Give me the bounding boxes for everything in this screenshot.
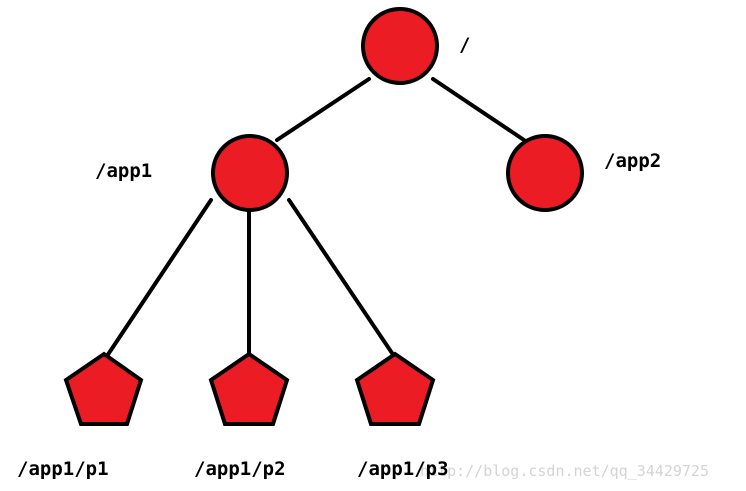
node-p1-pentagon: [63, 351, 144, 426]
edge-root-app2: [431, 77, 526, 142]
edge-app1-p1: [105, 198, 213, 358]
node-root-circle: [361, 7, 439, 85]
node-p3-label: /app1/p3: [357, 458, 449, 480]
node-app1-circle: [211, 134, 289, 212]
edge-root-app1: [275, 77, 371, 142]
node-app2-circle: [506, 134, 584, 212]
edge-app1-p3: [287, 198, 396, 358]
node-root-label: /: [459, 34, 470, 56]
node-p2-label: /app1/p2: [194, 458, 286, 480]
node-p1-label: /app1/p1: [17, 458, 109, 480]
node-p2-pentagon: [208, 351, 290, 426]
node-app1-label: /app1: [95, 160, 152, 182]
node-p3-pentagon: [354, 351, 436, 426]
node-app2-label: /app2: [604, 150, 661, 172]
watermark-text: http://blog.csdn.net/qq_34429725: [420, 462, 709, 480]
